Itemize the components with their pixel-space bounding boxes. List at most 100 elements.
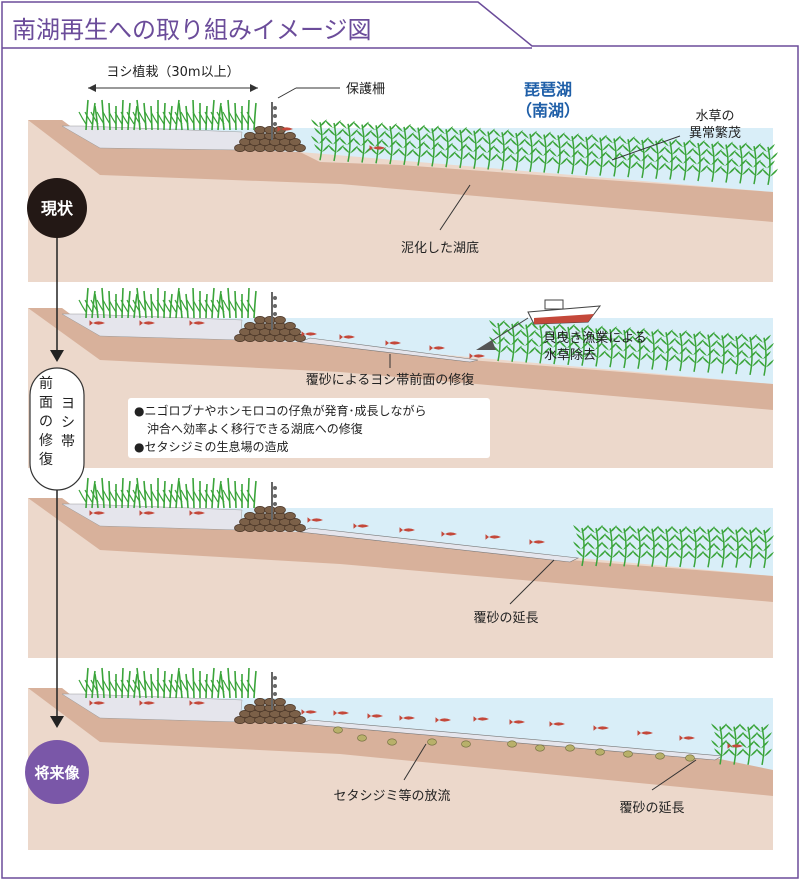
reed-leaf: [210, 299, 219, 313]
reed: [205, 673, 208, 699]
reed-bed: [78, 287, 257, 319]
reed: [205, 483, 208, 509]
clam: [427, 738, 437, 746]
reed-leaf: [246, 679, 255, 693]
stone: [244, 704, 256, 712]
reed-leaf: [240, 299, 249, 313]
reed-leaf: [210, 111, 219, 125]
reed-leaf: [108, 489, 117, 503]
stone-mound: [234, 698, 306, 724]
weed: [731, 142, 750, 184]
reed-leaf: [132, 111, 141, 125]
reed-leaf: [246, 299, 255, 313]
stone: [294, 334, 306, 342]
boat: [476, 299, 602, 350]
stone: [254, 698, 266, 706]
reed: [247, 99, 250, 131]
weeds-label: 水草の: [695, 109, 734, 124]
reed: [143, 480, 147, 509]
reed-leaf: [180, 111, 189, 125]
reed-leaf: [192, 489, 201, 503]
reed-leaf: [210, 489, 219, 503]
reed: [175, 477, 180, 509]
reed: [108, 670, 111, 699]
panel-extend: 覆砂の延長: [28, 477, 774, 658]
stone: [264, 698, 276, 706]
weed: [503, 320, 522, 362]
reed: [253, 290, 257, 319]
reed-leaf: [240, 111, 249, 125]
stone-mound: [234, 316, 306, 342]
reed-leaf: [228, 489, 237, 503]
weed: [531, 322, 550, 364]
reed-leaf: [228, 111, 237, 125]
weed: [395, 123, 414, 166]
weed: [755, 334, 774, 376]
fence: [271, 102, 277, 140]
current-label: 現状: [41, 199, 74, 218]
reed: [150, 483, 153, 509]
weed: [657, 329, 676, 371]
middle-label-char: 修: [39, 433, 53, 449]
reed-leaf: [78, 111, 87, 125]
weed: [465, 127, 484, 169]
reed: [211, 667, 215, 699]
reed: [185, 105, 189, 131]
clam: [623, 750, 633, 758]
reed-leaf: [222, 489, 231, 503]
reed-leaf: [126, 679, 135, 693]
clam: [387, 738, 397, 746]
reed: [136, 477, 141, 509]
weed: [753, 723, 772, 766]
reed: [205, 105, 208, 131]
stone: [284, 132, 296, 140]
reed: [220, 483, 225, 509]
reed-leaf: [126, 489, 135, 503]
reed-leaf: [120, 679, 129, 693]
lake-name-sub: （南湖）: [516, 101, 580, 120]
weed: [605, 135, 624, 177]
weed: [703, 140, 722, 182]
weed: [727, 526, 746, 568]
weed: [711, 723, 730, 765]
reed: [136, 287, 141, 319]
clam: [507, 740, 517, 748]
panel-repair: 貝曳き漁業による 水草除去 覆砂によるヨシ帯前面の修復 ●ニゴロブナやホンモロコ…: [28, 287, 774, 468]
clam: [565, 744, 575, 752]
reed: [85, 667, 89, 699]
reed-leaf: [222, 299, 231, 313]
reed: [143, 290, 147, 319]
reed-leaf: [90, 299, 99, 313]
reed: [85, 287, 89, 319]
weed: [353, 121, 372, 163]
reed: [178, 290, 183, 319]
reed-leaf: [204, 299, 213, 313]
reed: [121, 477, 124, 509]
reed: [101, 287, 105, 319]
weed: [339, 120, 358, 162]
lake-name: 琵琶湖: [524, 80, 572, 99]
weed: [573, 524, 592, 567]
stone: [274, 506, 286, 514]
weed-removal-label: 貝曳き漁業による: [543, 330, 647, 346]
reed: [150, 293, 153, 319]
reed-leaf: [138, 299, 147, 313]
reed: [94, 673, 99, 699]
reed-leaf: [228, 679, 237, 693]
reed: [91, 480, 96, 509]
middle-label-col: 前面の修復: [39, 375, 53, 468]
weed: [759, 143, 778, 186]
reed: [247, 287, 250, 319]
reed-leaf: [180, 679, 189, 693]
weed: [507, 129, 526, 172]
reed: [192, 477, 195, 509]
reed-leaf: [102, 679, 111, 693]
weed: [671, 525, 690, 568]
weed: [713, 526, 732, 568]
reed-leaf: [168, 111, 177, 125]
weed: [489, 319, 508, 362]
weed: [423, 125, 442, 167]
reed-leaf: [210, 679, 219, 693]
weed: [741, 526, 760, 568]
clam: [595, 748, 605, 756]
